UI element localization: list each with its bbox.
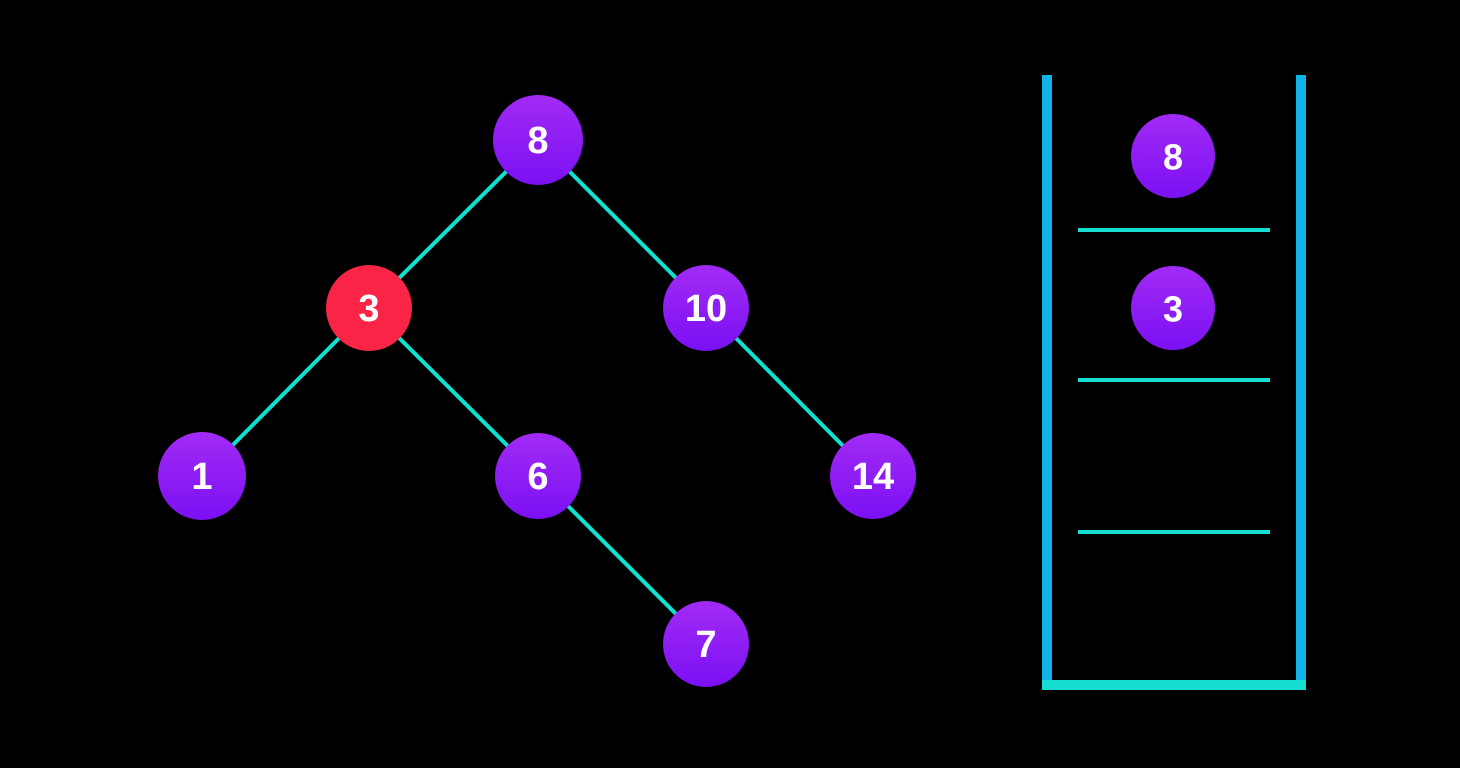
tree-node-8[interactable]: 8 (493, 95, 583, 185)
stack-item-8[interactable]: 8 (1131, 114, 1215, 198)
tree-node-7[interactable]: 7 (663, 601, 749, 687)
tree-node-6[interactable]: 6 (495, 433, 581, 519)
stack-item-label: 8 (1163, 137, 1183, 178)
tree-node-label: 6 (527, 456, 548, 498)
tree-node-circle (663, 265, 749, 351)
tree-node-circle (493, 95, 583, 185)
tree-node-1[interactable]: 1 (158, 432, 246, 520)
stack-item-circle (1131, 266, 1215, 350)
tree-node-label: 10 (685, 288, 727, 330)
tree-node-circle (830, 433, 916, 519)
tree-node-label: 14 (852, 456, 894, 498)
stack-container-layer (1042, 75, 1306, 690)
stack-item-3[interactable]: 3 (1131, 266, 1215, 350)
stack-item-label: 3 (1163, 289, 1183, 330)
tree-node-label: 3 (358, 288, 379, 330)
tree-node-circle (158, 432, 246, 520)
tree-node-circle (495, 433, 581, 519)
tree-node-circle (326, 265, 412, 351)
tree-node-label: 8 (527, 120, 548, 162)
tree-edge-layer (200, 138, 875, 646)
tree-node-label: 1 (191, 456, 212, 498)
tree-node-14[interactable]: 14 (830, 433, 916, 519)
tree-node-circle (663, 601, 749, 687)
stack-divider-layer (1078, 228, 1270, 534)
tree-node-3[interactable]: 3 (326, 265, 412, 351)
tree-node-10[interactable]: 10 (663, 265, 749, 351)
tree-node-label: 7 (695, 624, 716, 666)
stack-item-circle (1131, 114, 1215, 198)
stack-node-layer: 83 (1131, 114, 1215, 350)
tree-node-layer: 8 3 10 1 6 14 7 (158, 95, 916, 687)
